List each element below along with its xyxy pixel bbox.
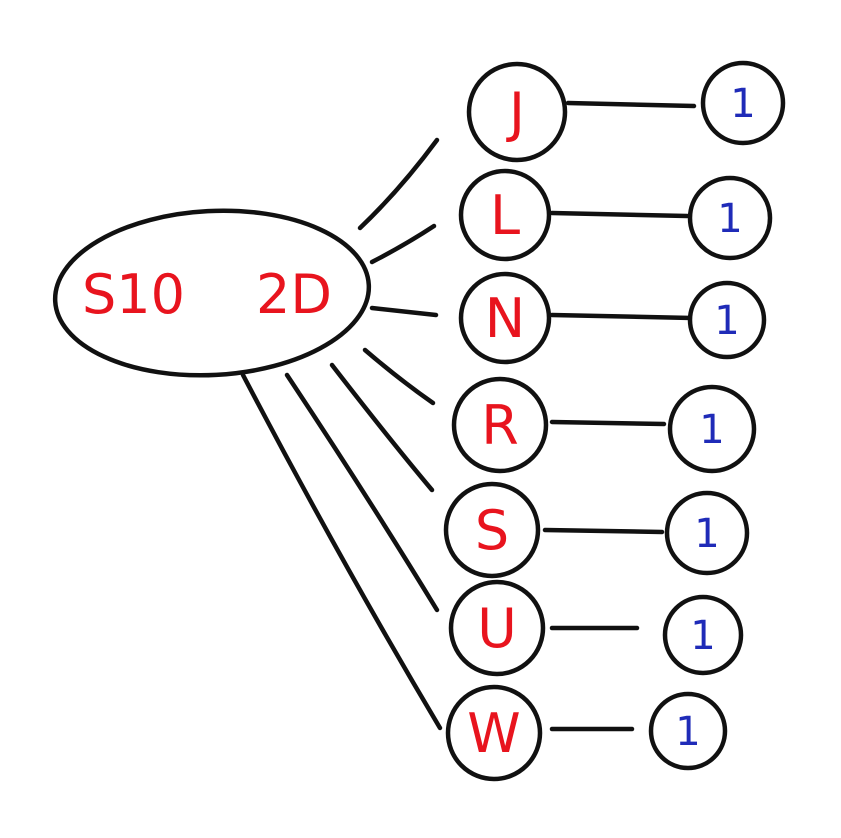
hub-label-left: S10: [82, 263, 185, 326]
node-value: 1: [717, 196, 742, 242]
letter-node-r: R: [451, 376, 549, 474]
value-node-j: 1: [700, 60, 786, 146]
hub-node: S10 2D: [52, 208, 372, 378]
node-circle: [700, 60, 786, 146]
node-circle: [443, 481, 541, 579]
edge-l-1: [549, 210, 690, 219]
node-value: 1: [690, 613, 715, 659]
node-circle: [667, 384, 757, 474]
node-value: 1: [730, 81, 755, 127]
node-value: 1: [675, 709, 700, 755]
node-circle: [662, 594, 744, 676]
value-node-n: 1: [687, 280, 767, 360]
node-circle: [466, 61, 568, 163]
edge-hub-l: [369, 223, 437, 265]
edge-s-1: [542, 527, 665, 535]
edge-j-1: [565, 100, 697, 109]
value-node-u: 1: [662, 594, 744, 676]
edge-hub-s: [329, 362, 435, 493]
value-edges: [542, 100, 697, 732]
edge-hub-j: [357, 137, 440, 231]
node-letter: S: [475, 499, 509, 562]
letter-node-n: N: [458, 271, 552, 365]
node-circle: [445, 684, 543, 782]
value-node-l: 1: [687, 175, 773, 261]
hub-label-right: 2D: [256, 263, 332, 326]
node-letter: R: [481, 394, 519, 457]
node-value: 1: [694, 511, 719, 557]
node-circle: [648, 691, 728, 771]
node-letter: J: [506, 81, 525, 144]
node-circle: [687, 175, 773, 261]
edge-r-1: [549, 419, 667, 427]
node-letter: U: [477, 597, 517, 660]
letter-node-l: L: [458, 168, 552, 262]
node-circle: [458, 168, 552, 262]
hub-edges: [240, 137, 443, 731]
edge-hub-r: [362, 347, 436, 406]
letter-nodes: J L N R S U W: [443, 61, 568, 782]
edge-hub-u: [284, 372, 440, 613]
edge-n-1: [549, 312, 695, 321]
node-circle: [458, 271, 552, 365]
value-node-w: 1: [648, 691, 728, 771]
value-node-r: 1: [667, 384, 757, 474]
edge-hub-w: [240, 372, 443, 731]
node-letter: N: [485, 287, 525, 350]
node-circle: [451, 376, 549, 474]
letter-node-w: W: [445, 684, 543, 782]
node-letter: W: [467, 702, 520, 765]
node-circle: [448, 579, 546, 677]
node-value: 1: [714, 298, 739, 344]
letter-node-j: J: [466, 61, 568, 163]
value-nodes: 1 1 1 1 1 1 1: [648, 60, 786, 771]
hub-ellipse: [52, 208, 372, 378]
node-circle: [664, 490, 750, 576]
edge-hub-n: [369, 305, 439, 318]
letter-node-u: U: [448, 579, 546, 677]
letter-node-s: S: [443, 481, 541, 579]
node-letter: L: [490, 184, 520, 247]
node-value: 1: [699, 407, 724, 453]
value-node-s: 1: [664, 490, 750, 576]
node-circle: [687, 280, 767, 360]
